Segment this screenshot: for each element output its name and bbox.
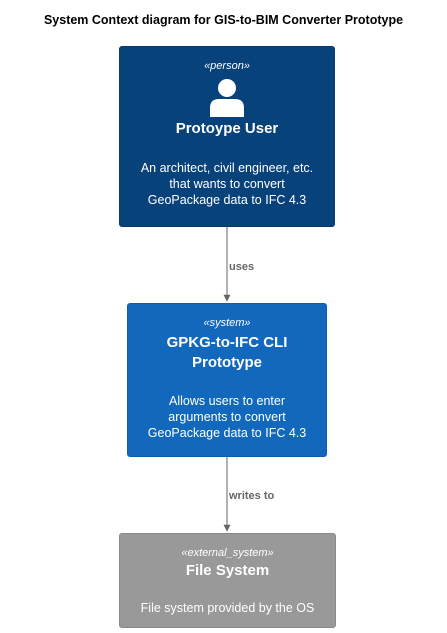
system-title: GPKG-to-IFC CLI Prototype — [166, 334, 288, 371]
external-system-node: «external_system» File System File syste… — [119, 533, 336, 628]
person-title: Protoype User — [175, 120, 279, 137]
edge-writes-to-label: writes to — [229, 490, 275, 502]
diagram-title: System Context diagram for GIS-to-BIM Co… — [43, 13, 404, 27]
external-system-description: File system provided by the OS — [140, 601, 315, 615]
external-system-stereotype: «external_system» — [181, 547, 274, 559]
edge-uses-label: uses — [229, 261, 255, 273]
person-node: «person» Protoype User An architect, civ… — [119, 46, 335, 227]
external-system-title: File System — [185, 562, 270, 579]
person-description: An architect, civil engineer, etc. that … — [140, 161, 314, 207]
person-icon — [207, 77, 247, 117]
system-description: Allows users to enter arguments to conve… — [147, 394, 307, 440]
system-stereotype: «system» — [203, 317, 251, 329]
person-stereotype: «person» — [204, 60, 250, 72]
system-node: «system» GPKG-to-IFC CLI Prototype Allow… — [127, 303, 327, 457]
